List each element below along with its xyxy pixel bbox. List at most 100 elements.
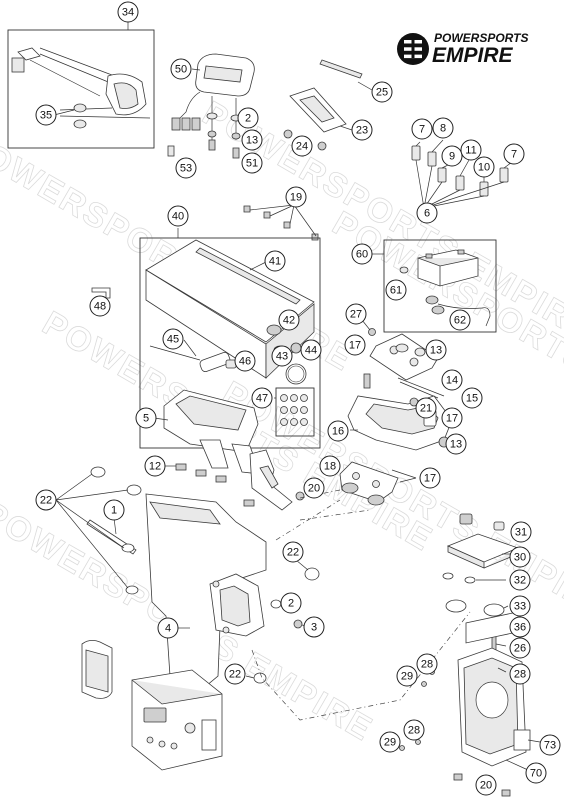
callout-c14: 14 — [441, 369, 463, 391]
brand-line-2: EMPIRE — [432, 44, 514, 67]
callout-circle — [224, 663, 246, 685]
callout-label: 51 — [246, 158, 258, 170]
cap-31 — [459, 513, 505, 531]
callout-circle — [460, 139, 482, 161]
callout-label: 18 — [324, 461, 336, 473]
callout-circle — [271, 345, 293, 367]
knob-44 — [290, 342, 302, 354]
callout-c20a: 20 — [303, 477, 325, 499]
callout-c50: 50 — [170, 58, 192, 80]
callout-circle — [445, 433, 467, 455]
callout-circle — [291, 135, 313, 157]
tube-45 — [149, 345, 201, 361]
callout-circle — [425, 339, 447, 361]
callout-c3: 3 — [303, 616, 325, 638]
grommet-kit-47 — [275, 387, 315, 437]
callout-c22a: 22 — [35, 489, 57, 511]
callout-circle — [509, 569, 531, 591]
callout-circle — [167, 205, 189, 227]
callout-circle — [449, 309, 471, 331]
bracket-18 — [339, 461, 399, 506]
callout-circle — [419, 467, 441, 489]
callout-c28b: 28 — [509, 663, 531, 685]
callout-circle — [371, 81, 393, 103]
callout-c22b: 22 — [282, 541, 304, 563]
spacers-22-left — [90, 466, 142, 595]
callout-circle — [503, 143, 525, 165]
callout-circle — [175, 157, 197, 179]
callout-label: 6 — [424, 208, 430, 220]
screw-20-mid — [295, 491, 305, 501]
callout-circle — [237, 107, 259, 129]
callout-label: 25 — [376, 87, 388, 99]
battery-60 — [417, 249, 479, 287]
callout-label: 40 — [172, 211, 184, 223]
clips-12 — [175, 463, 255, 507]
cable-assembly-34 — [11, 47, 151, 119]
bushing-13-top — [207, 130, 241, 140]
callout-circle — [441, 369, 463, 391]
callout-circle — [461, 387, 483, 409]
electronic-unit — [81, 640, 223, 771]
callout-c17b: 17 — [441, 407, 463, 429]
callout-circle — [327, 420, 349, 442]
callout-c5: 5 — [135, 407, 157, 429]
callout-label: 2 — [245, 113, 251, 125]
callout-c44: 44 — [300, 339, 322, 361]
callout-label: 17 — [349, 340, 361, 352]
battery-cable-62 — [425, 295, 491, 327]
callout-c28c: 28 — [403, 719, 425, 741]
nut-24 — [283, 129, 327, 151]
tray-16 — [347, 395, 453, 451]
spacer-22-mid — [304, 567, 320, 581]
callout-circle — [525, 762, 547, 784]
callout-label: 32 — [514, 575, 526, 587]
bracket-14 — [369, 333, 439, 381]
callout-circle — [282, 541, 304, 563]
callout-label: 61 — [390, 285, 402, 297]
callout-c23: 23 — [351, 119, 373, 141]
callout-c40: 40 — [167, 205, 189, 227]
callout-label: 35 — [40, 110, 52, 122]
callout-c60: 60 — [351, 243, 373, 265]
callout-label: 47 — [256, 393, 268, 405]
callout-c46: 46 — [234, 350, 256, 372]
callout-c33: 33 — [509, 595, 531, 617]
kit-box-60 — [383, 239, 497, 333]
callout-label: 14 — [446, 375, 458, 387]
callout-circle — [385, 279, 407, 301]
callout-label: 36 — [514, 622, 526, 634]
callout-circle — [280, 592, 302, 614]
callout-circle — [509, 595, 531, 617]
callout-circle — [303, 477, 325, 499]
callout-c53: 53 — [175, 157, 197, 179]
callout-c42: 42 — [278, 309, 300, 331]
callout-circle — [539, 734, 561, 756]
callout-c21: 21 — [415, 397, 437, 419]
callout-circle — [278, 309, 300, 331]
callout-circle — [403, 719, 425, 741]
callout-c15: 15 — [461, 387, 483, 409]
callout-circle — [411, 118, 433, 140]
mount-plate-70 — [457, 611, 531, 767]
callout-circle — [351, 243, 373, 265]
callout-c10: 10 — [473, 156, 495, 178]
callout-c35: 35 — [35, 104, 57, 126]
callout-label: 20 — [480, 780, 492, 792]
battery-cap-61 — [399, 266, 409, 274]
callout-circle — [89, 295, 111, 317]
callout-circle — [473, 156, 495, 178]
callout-label: 62 — [454, 315, 466, 327]
callout-circle — [416, 202, 438, 224]
callout-c4: 4 — [157, 617, 179, 639]
callout-c13c: 13 — [445, 433, 467, 455]
callout-c17c: 17 — [419, 467, 441, 489]
callout-c34: 34 — [117, 1, 139, 23]
callout-c6: 6 — [416, 202, 438, 224]
callout-c31: 31 — [510, 521, 532, 543]
callout-c22c: 22 — [224, 663, 246, 685]
callout-label: 50 — [175, 64, 187, 76]
callout-circle — [35, 104, 57, 126]
callout-label: 31 — [515, 527, 527, 539]
